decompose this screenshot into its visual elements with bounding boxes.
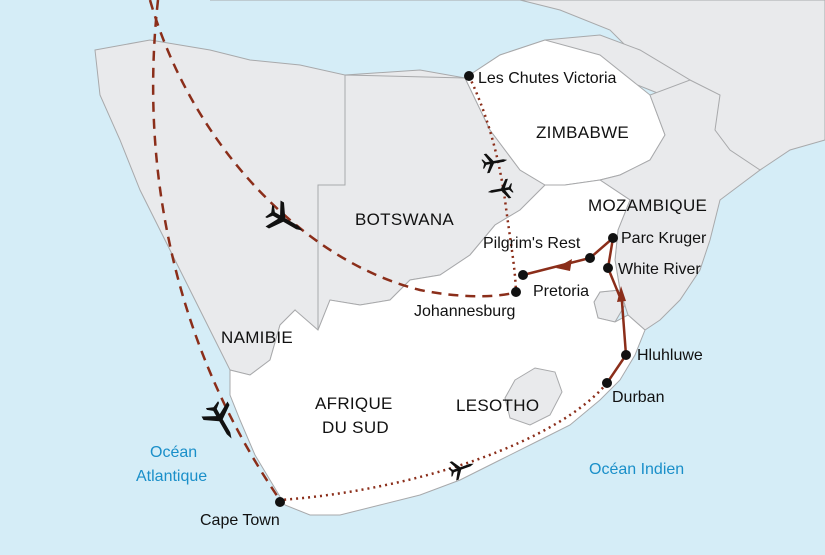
label-hluhluwe: Hluhluwe — [637, 347, 703, 364]
city-dot-icon — [603, 263, 613, 273]
city-markers — [275, 71, 631, 507]
label-atlantic-line2: Atlantique — [136, 468, 207, 485]
label-cape-town: Cape Town — [200, 512, 280, 529]
label-lesotho: LESOTHO — [456, 396, 539, 415]
label-white-river: White River — [618, 261, 701, 278]
label-atlantic-line1: Océan — [150, 444, 197, 461]
city-dot-icon — [608, 233, 618, 243]
label-zimbabwe: ZIMBABWE — [536, 123, 629, 142]
label-south-africa-line2: DU SUD — [322, 418, 389, 437]
label-pretoria: Pretoria — [533, 283, 589, 300]
label-victoria-falls: Les Chutes Victoria — [478, 70, 617, 87]
label-indian-ocean: Océan Indien — [589, 461, 684, 478]
label-namibia: NAMIBIE — [221, 328, 293, 347]
city-dot-icon — [511, 287, 521, 297]
city-dot-icon — [275, 497, 285, 507]
region-lesotho — [504, 367, 563, 426]
city-dot-icon — [585, 253, 595, 263]
label-durban: Durban — [612, 389, 664, 406]
label-pilgrims-rest: Pilgrim's Rest — [483, 235, 581, 252]
label-parc-kruger: Parc Kruger — [621, 230, 707, 247]
arrowhead-icon — [556, 259, 572, 271]
flight-route-to-cape-town — [151, 0, 282, 501]
city-dot-icon — [621, 350, 631, 360]
city-dot-icon — [464, 71, 474, 81]
flight-route-to-johannesburg — [148, 0, 517, 298]
region-south-africa — [229, 179, 646, 516]
label-mozambique: MOZAMBIQUE — [588, 196, 707, 215]
flight-route-durban-cape-town — [279, 382, 608, 502]
city-dot-icon — [602, 378, 612, 388]
label-johannesburg: Johannesburg — [414, 303, 515, 320]
label-south-africa-line1: AFRIQUE — [315, 394, 393, 413]
arrowhead-icon — [617, 286, 626, 302]
label-botswana: BOTSWANA — [355, 210, 454, 229]
city-dot-icon — [518, 270, 528, 280]
